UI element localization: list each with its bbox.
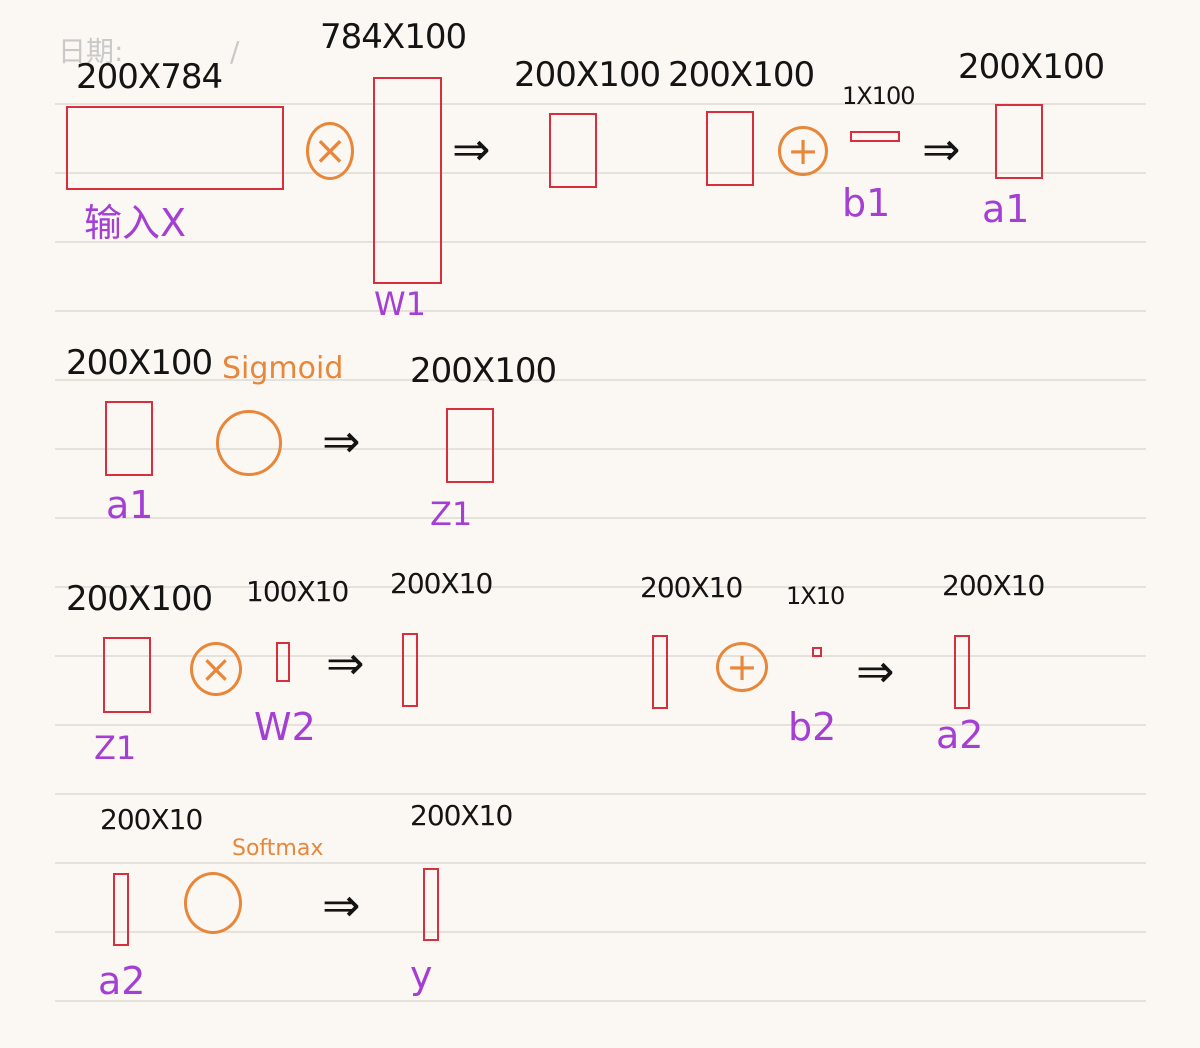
row4-a2-label: a2 [98, 959, 146, 1003]
b2-dimension: 1X10 [786, 582, 845, 610]
a1-dimension: 200X100 [958, 47, 1105, 87]
w1-matrix [373, 77, 442, 284]
arrow-2: ⇒ [922, 122, 961, 176]
plus-icon: + [726, 645, 758, 689]
multiply-icon: × [313, 128, 347, 174]
arrow-3: ⇒ [322, 414, 361, 468]
row3-z1-label: Z1 [94, 729, 137, 767]
a2-label: a2 [936, 713, 984, 757]
z1-dimension: 200X100 [410, 351, 557, 391]
w2-label: W2 [254, 705, 316, 749]
z1-matrix [446, 408, 494, 483]
b2-label: b2 [788, 705, 837, 749]
b2-vector [812, 647, 822, 657]
y-matrix [423, 868, 439, 941]
product-1-dimension: 200X100 [514, 55, 661, 95]
sum-2-input-matrix [652, 635, 668, 709]
y-dimension: 200X10 [410, 799, 513, 832]
date-slash: / [230, 35, 240, 68]
arrow-1: ⇒ [452, 122, 491, 176]
arrow-6: ⇒ [322, 878, 361, 932]
sum-2-input-dimension: 200X10 [640, 571, 743, 604]
arrow-5: ⇒ [856, 644, 895, 698]
b1-dimension: 1X100 [842, 82, 916, 110]
sigmoid-label: Sigmoid [222, 351, 344, 386]
add-operator-1: + [778, 126, 828, 176]
row4-a2-matrix [113, 873, 129, 946]
a2-matrix [954, 635, 970, 709]
product-1-matrix [549, 113, 597, 188]
a1-label: a1 [982, 187, 1030, 231]
row3-z1-matrix [103, 637, 151, 713]
row2-a1-label: a1 [106, 483, 154, 527]
multiply-icon: × [200, 647, 232, 691]
multiply-operator-1: × [306, 122, 354, 180]
sum-1-input-matrix [706, 111, 754, 186]
add-operator-2: + [716, 642, 768, 692]
w1-label: W1 [374, 285, 426, 323]
a2-dimension: 200X10 [942, 569, 1045, 602]
input-x-matrix [66, 106, 284, 190]
a1-matrix [995, 104, 1043, 179]
softmax-label: Softmax [232, 836, 324, 861]
w2-matrix [276, 642, 290, 682]
sigmoid-operator [216, 410, 282, 476]
row4-a2-dimension: 200X10 [100, 803, 203, 836]
sum-1-input-dimension: 200X100 [668, 55, 815, 95]
row2-a1-matrix [105, 401, 153, 476]
w2-dimension: 100X10 [246, 575, 349, 608]
multiply-operator-2: × [190, 642, 242, 696]
arrow-4: ⇒ [326, 636, 365, 690]
date-label: 日期: [58, 35, 124, 68]
product-2-dimension: 200X10 [390, 567, 493, 600]
plus-icon: + [787, 129, 819, 173]
w1-dimension: 784X100 [320, 17, 467, 57]
y-label: y [410, 953, 433, 997]
z1-label: Z1 [430, 495, 473, 533]
b1-vector [850, 131, 900, 142]
input-x-label: 输入X [84, 201, 187, 245]
row3-z1-dimension: 200X100 [66, 579, 213, 619]
product-2-matrix [402, 633, 418, 707]
input-x-dimension: 200X784 [76, 57, 223, 97]
softmax-operator [184, 872, 242, 934]
row2-a1-dimension: 200X100 [66, 343, 213, 383]
b1-label: b1 [842, 181, 891, 225]
